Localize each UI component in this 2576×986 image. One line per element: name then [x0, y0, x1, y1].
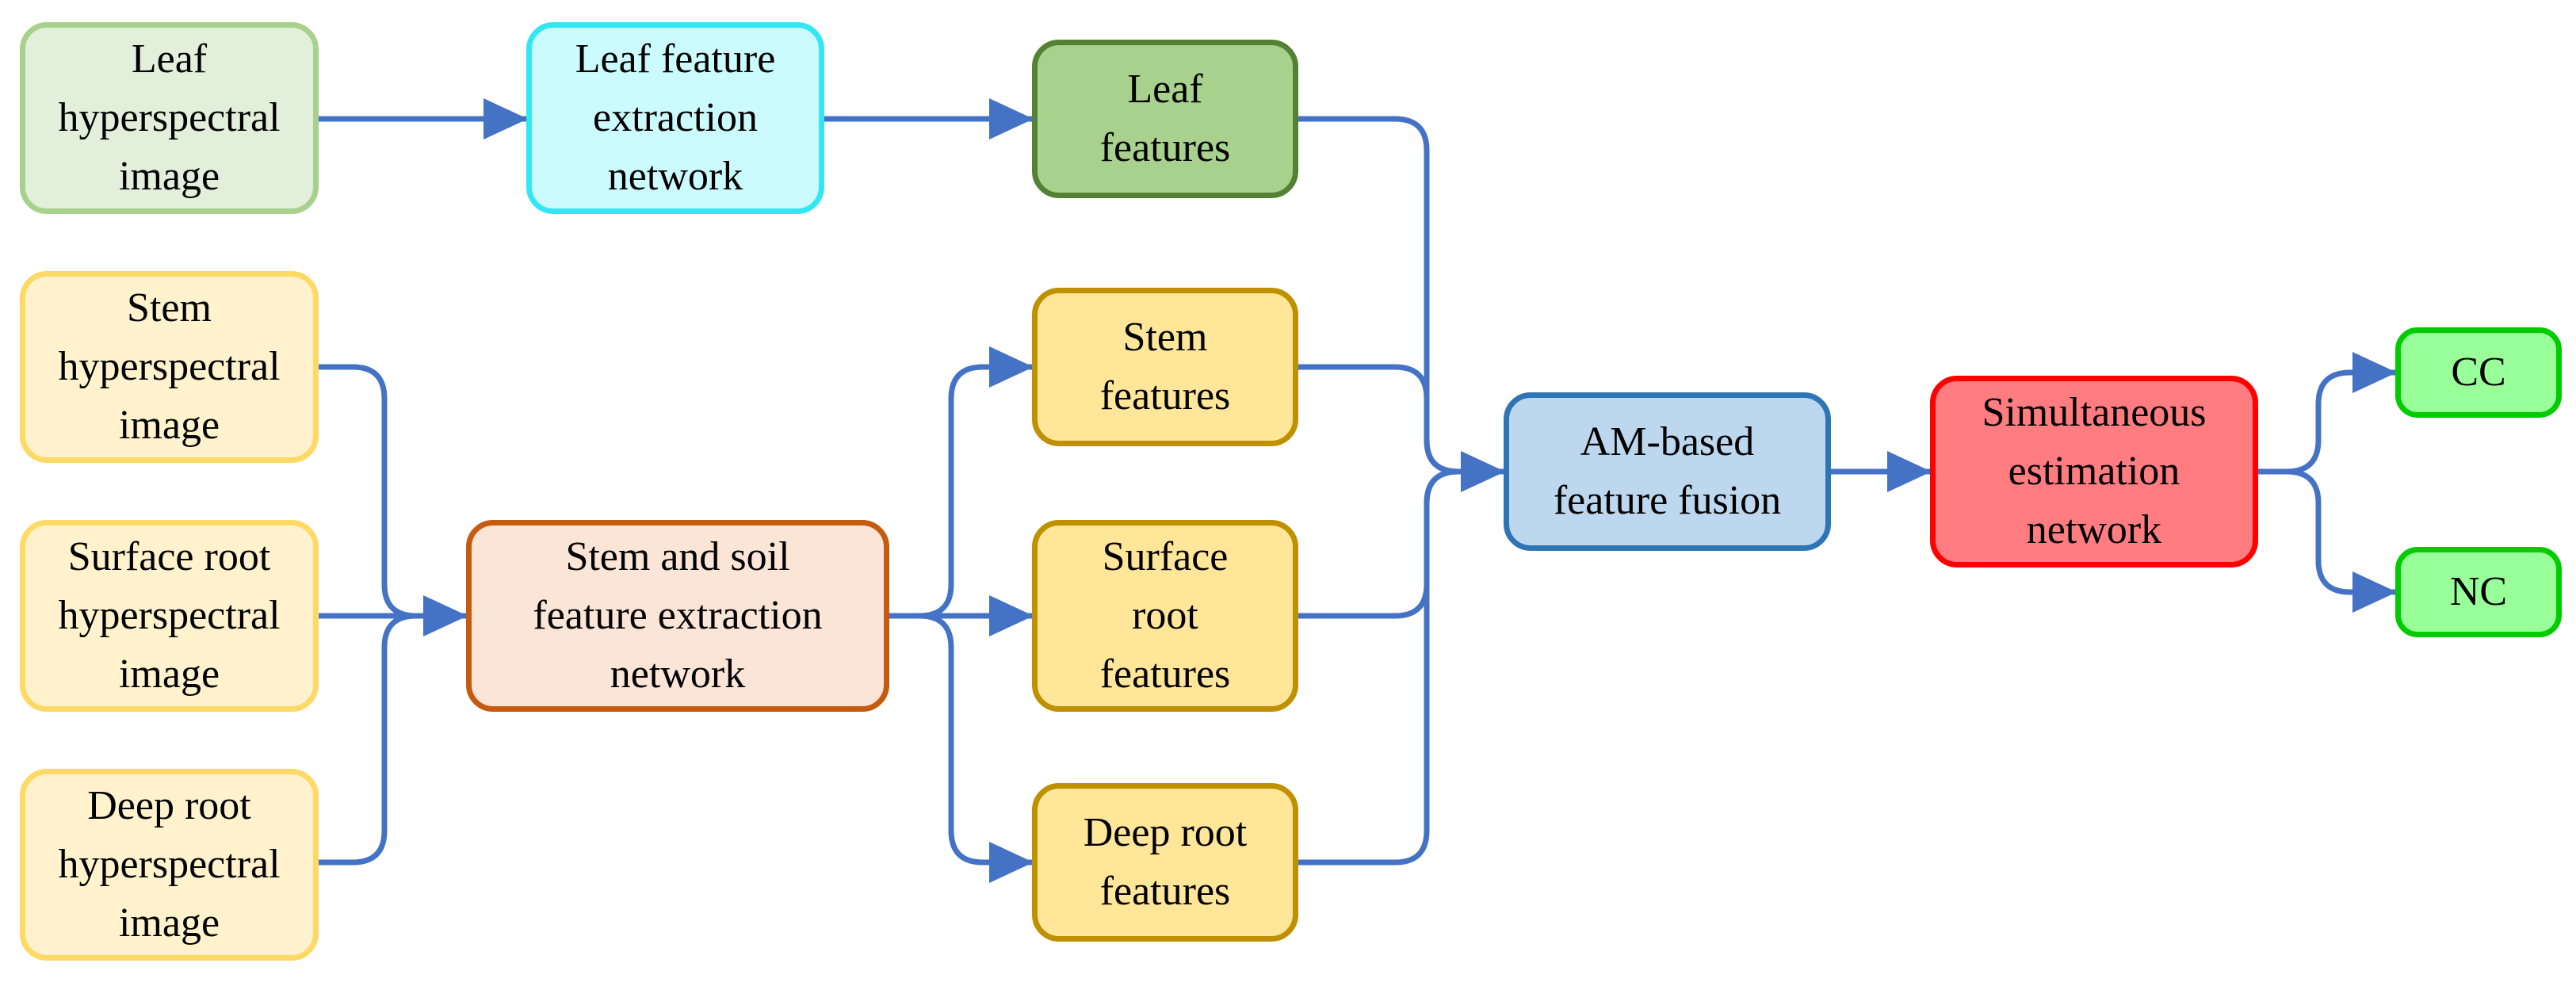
connector-deep-root-image-to-stem-soil-network	[315, 613, 419, 866]
stem-hyperspectral-image-label: Stem hyperspectral image	[58, 285, 281, 448]
stem-hyperspectral-image-box: Stem hyperspectral image	[20, 271, 319, 463]
am-based-feature-fusion-box: AM-based feature fusion	[1504, 392, 1831, 551]
connector-deep-root-features-to-fusion	[1295, 451, 1507, 866]
cc-output-box: CC	[2395, 327, 2562, 418]
deep-root-features-label: Deep root features	[1083, 810, 1248, 914]
connector-stem-features-to-fusion	[1295, 364, 1462, 475]
leaf-feature-extraction-network-box: Leaf feature extraction network	[526, 22, 824, 214]
deep-root-hyperspectral-image-box: Deep root hyperspectral image	[20, 769, 319, 961]
nc-output-box: NC	[2395, 547, 2562, 637]
deep-root-hyperspectral-image-label: Deep root hyperspectral image	[58, 783, 281, 946]
stem-and-soil-feature-extraction-network-label: Stem and soil feature extraction network	[533, 534, 823, 697]
connector-estimation-to-cc	[2255, 352, 2398, 475]
leaf-features-box: Leaf features	[1032, 40, 1298, 198]
simultaneous-estimation-network-label: Simultaneous estimation network	[1982, 390, 2207, 552]
stem-features-label: Stem features	[1099, 315, 1231, 418]
am-based-feature-fusion-label: AM-based feature fusion	[1553, 419, 1782, 523]
connector-stem-soil-network-to-stem-features	[886, 346, 1035, 619]
cc-output-label: CC	[2451, 350, 2506, 395]
nc-output-label: NC	[2449, 569, 2508, 614]
leaf-features-label: Leaf features	[1099, 67, 1231, 170]
leaf-feature-extraction-network-label: Leaf feature extraction network	[575, 36, 776, 199]
surface-root-hyperspectral-image-label: Surface root hyperspectral image	[58, 534, 281, 697]
leaf-hyperspectral-image-box: Leaf hyperspectral image	[20, 22, 319, 214]
surface-root-features-label: Surface root features	[1099, 534, 1231, 697]
surface-root-hyperspectral-image-box: Surface root hyperspectral image	[20, 520, 319, 712]
deep-root-features-box: Deep root features	[1032, 783, 1298, 942]
connector-leaf-features-to-fusion	[1295, 116, 1462, 475]
connector-surface-root-features-to-fusion	[1295, 468, 1462, 619]
stem-features-box: Stem features	[1032, 288, 1298, 446]
connector-stem-image-to-stem-soil-network	[315, 364, 419, 619]
connector-estimation-to-nc	[2255, 468, 2398, 613]
simultaneous-estimation-network-box: Simultaneous estimation network	[1930, 376, 2258, 568]
surface-root-features-box: Surface root features	[1032, 520, 1298, 712]
connector-stem-soil-network-to-deep-root-features	[886, 613, 1035, 883]
stem-and-soil-feature-extraction-network-box: Stem and soil feature extraction network	[466, 520, 889, 712]
leaf-hyperspectral-image-label: Leaf hyperspectral image	[58, 36, 281, 199]
